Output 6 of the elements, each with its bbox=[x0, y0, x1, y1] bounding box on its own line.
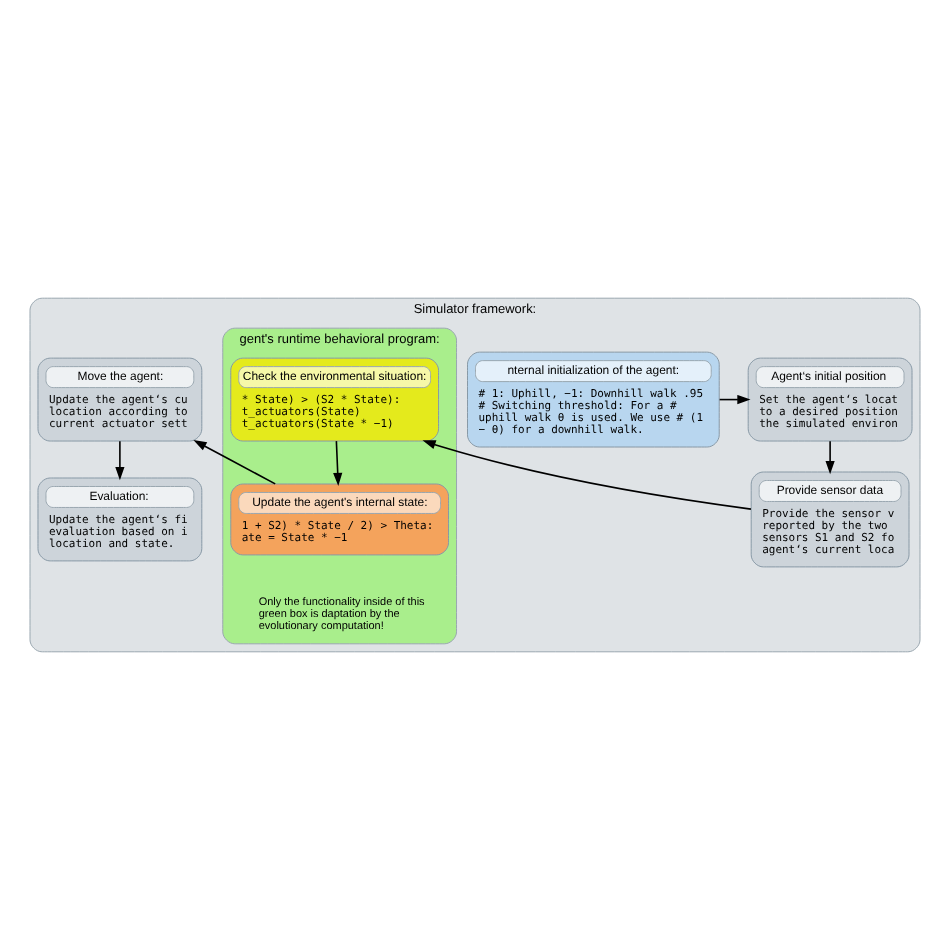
arrow bbox=[824, 439, 834, 474]
arrow bbox=[421, 439, 751, 509]
arrow bbox=[717, 393, 750, 404]
arrow bbox=[332, 439, 342, 486]
arrow bbox=[114, 439, 124, 480]
arrow bbox=[192, 439, 276, 484]
